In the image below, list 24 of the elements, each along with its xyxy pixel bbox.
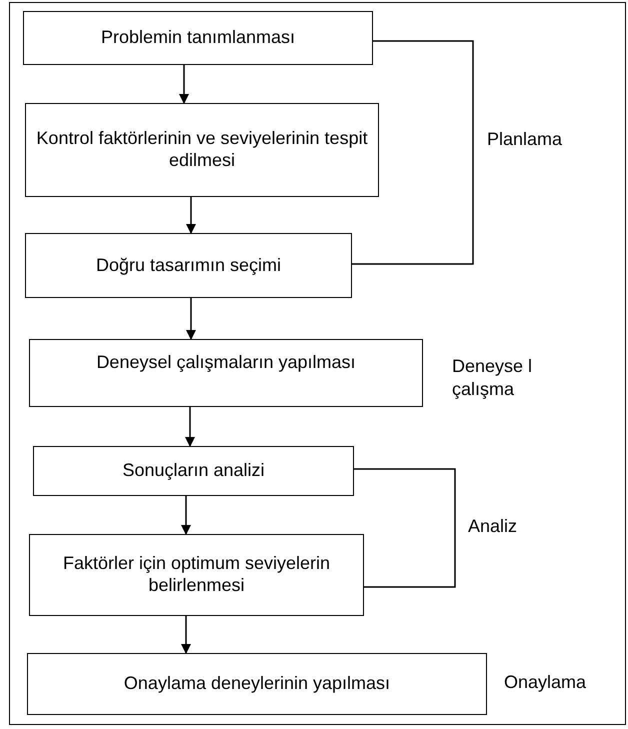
step-text: Deneysel çalışmaların yapılması xyxy=(96,352,356,374)
process-box xyxy=(23,11,373,65)
phase-label: Analiz xyxy=(468,515,518,538)
step-text: Kontrol faktörlerinin ve seviyelerinin tespit edilmesi xyxy=(35,128,369,172)
process-box xyxy=(29,339,423,407)
process-box xyxy=(25,233,352,298)
step-text: Onaylama deneylerinin yapılması xyxy=(124,673,390,695)
arrow xyxy=(179,65,189,104)
phase-label: Onaylama xyxy=(504,671,588,694)
process-box xyxy=(27,653,487,715)
step-text: Faktörler için optimum seviyelerin belirlenmesi xyxy=(62,553,332,597)
arrow xyxy=(186,298,196,340)
process-box xyxy=(29,534,364,616)
arrow xyxy=(185,407,195,447)
process-box xyxy=(33,446,354,496)
process-box xyxy=(25,103,379,197)
phase-label: Deneyse l çalışma xyxy=(452,355,534,400)
step-text: Doğru tasarımın seçimi xyxy=(96,254,282,276)
step-text: Problemin tanımlanması xyxy=(100,27,296,49)
phase-label: Planlama xyxy=(487,128,564,150)
arrow xyxy=(181,616,191,654)
arrow xyxy=(186,197,196,234)
arrow xyxy=(181,496,191,535)
step-text: Sonuçların analizi xyxy=(122,460,265,482)
